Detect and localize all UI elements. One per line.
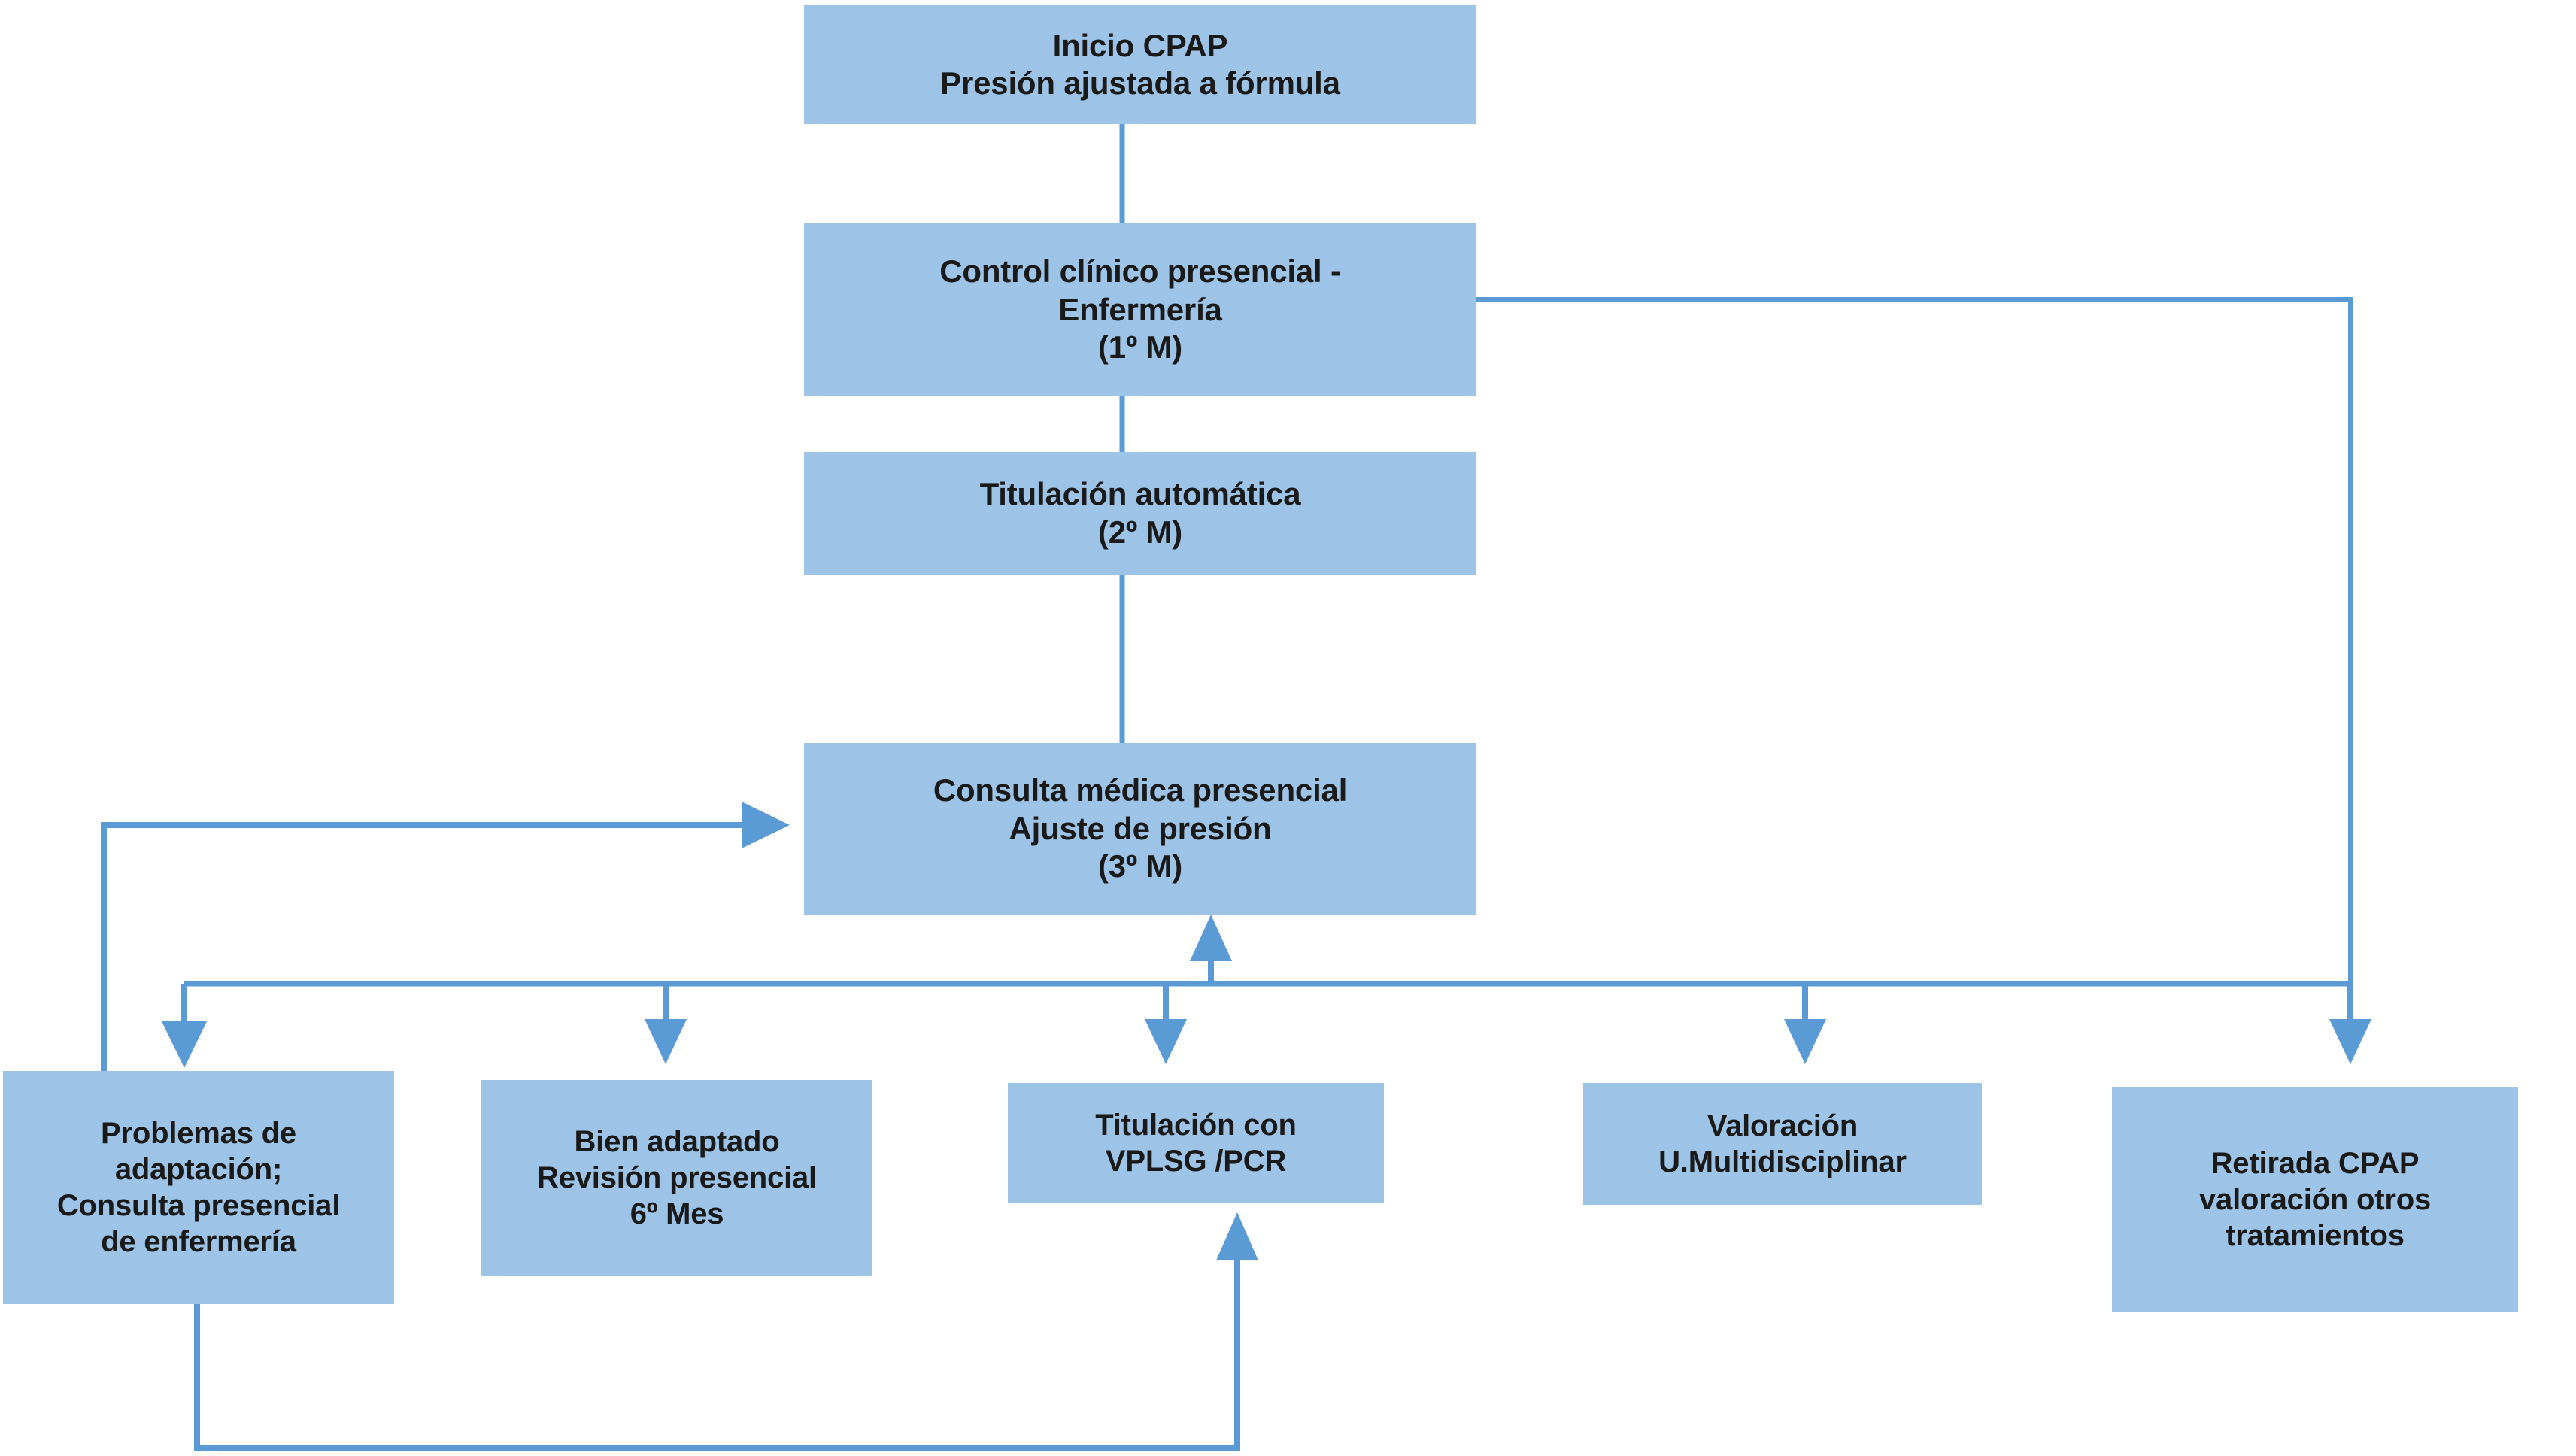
node-valoracion-multidisciplinar[interactable]: Valoración U.Multidisciplinar — [1583, 1083, 1982, 1205]
node-titulacion-automatica[interactable]: Titulación automática (2º M) — [804, 452, 1476, 575]
arrowhead-titulacion-vplsg — [1145, 1019, 1187, 1064]
node-control-clinico[interactable]: Control clínico presencial - Enfermería … — [804, 223, 1476, 396]
arrowhead-valoracion — [1784, 1019, 1826, 1064]
edge-problemas-to-consulta — [101, 822, 752, 1071]
arrowhead-problemas — [162, 1021, 207, 1068]
edge-control-to-retirada — [1476, 297, 2353, 984]
node-retirada-cpap[interactable]: Retirada CPAP valoración otros tratamien… — [2112, 1087, 2518, 1312]
node-consulta-medica[interactable]: Consulta médica presencial Ajuste de pre… — [804, 743, 1476, 915]
arrowhead-bien-adaptado — [645, 1019, 687, 1064]
arrowhead-consulta-left — [742, 802, 790, 848]
arrowhead-titulacion-vplsg-bottom — [1216, 1212, 1258, 1260]
arrowhead-consulta-bottom — [1190, 915, 1232, 961]
node-inicio-cpap[interactable]: Inicio CPAP Presión ajustada a fórmula — [804, 5, 1476, 124]
node-titulacion-vplsg[interactable]: Titulación con VPLSG /PCR — [1008, 1083, 1384, 1203]
node-bien-adaptado[interactable]: Bien adaptado Revisión presencial 6º Mes — [481, 1080, 872, 1276]
arrowhead-retirada — [2329, 1019, 2371, 1064]
node-problemas-adaptacion[interactable]: Problemas de adaptación; Consulta presen… — [3, 1071, 394, 1304]
